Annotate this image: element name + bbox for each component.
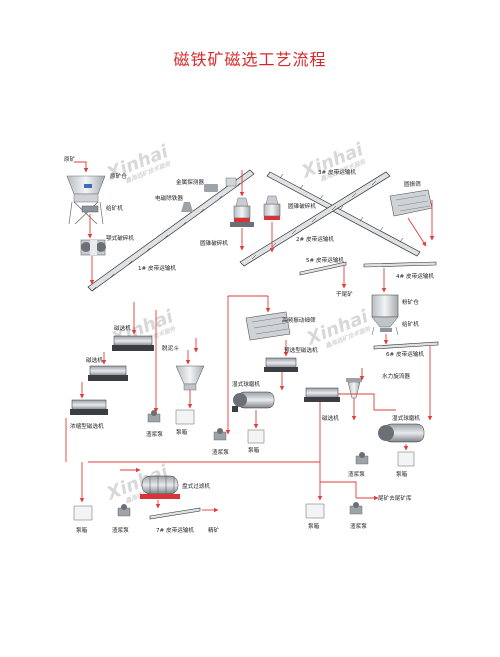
slurry-pump-1 bbox=[147, 410, 161, 423]
ore-bin bbox=[66, 175, 106, 225]
label-pre-mag-sep: 预选型磁选机 bbox=[284, 346, 318, 354]
belt-conveyor-6 bbox=[373, 341, 439, 350]
wet-ball-mill-1 bbox=[232, 391, 275, 412]
wet-ball-mill-2 bbox=[378, 423, 425, 443]
label-slurry-pump-5: 渣浆泵 bbox=[350, 522, 367, 530]
label-demag-hopper: 脱泥斗 bbox=[162, 344, 179, 352]
thickening-magnetic-separator bbox=[70, 399, 108, 415]
metal-detector bbox=[204, 177, 237, 192]
label-belt-7: 7# 皮带运输机 bbox=[156, 526, 194, 534]
watermark-2: Xinhai 鑫海选矿技术服务 bbox=[298, 139, 367, 183]
label-tank-4: 泵箱 bbox=[76, 526, 88, 534]
belt-conveyor-1 bbox=[87, 169, 255, 292]
label-hydrocyclone: 水力旋流器 bbox=[382, 372, 410, 380]
pump-tank-4 bbox=[73, 505, 93, 521]
label-screen: 圆振筛 bbox=[404, 180, 421, 188]
magnetic-separator-3 bbox=[304, 387, 340, 402]
label-dry-tailing: 干尾矿 bbox=[336, 290, 353, 298]
powder-bin bbox=[371, 294, 399, 336]
magnetic-separator-2 bbox=[88, 365, 128, 381]
belt-conveyor-3 bbox=[266, 171, 421, 257]
pump-tank-5 bbox=[305, 503, 325, 519]
label-mag-sep-3: 磁选机 bbox=[322, 414, 339, 422]
label-mag-sep-1: 磁选机 bbox=[114, 324, 131, 332]
label-wet-ball-mill-1: 湿式球磨机 bbox=[232, 380, 260, 388]
label-cone-crusher-2: 圆锥破碎机 bbox=[288, 202, 316, 210]
label-wet-ball-mill-2: 湿式球磨机 bbox=[392, 414, 420, 422]
jaw-crusher bbox=[80, 239, 106, 256]
disc-filter bbox=[140, 475, 180, 499]
label-ore-bin: 原矿仓 bbox=[110, 172, 127, 180]
label-tank-5: 泵箱 bbox=[308, 522, 320, 530]
belt-conveyor-2 bbox=[239, 171, 391, 267]
flow-lines bbox=[65, 161, 435, 513]
label-belt-6: 6# 皮带运输机 bbox=[386, 350, 424, 358]
slurry-pump-5 bbox=[349, 502, 363, 515]
label-disc-filter: 盘式过滤机 bbox=[182, 482, 210, 490]
label-powder-bin: 粉矿仓 bbox=[402, 298, 419, 306]
slurry-pump-4 bbox=[117, 504, 131, 517]
label-metal-detector: 金属探测器 bbox=[176, 178, 204, 186]
slurry-pump-2 bbox=[213, 428, 227, 441]
label-slurry-pump-1: 渣浆泵 bbox=[146, 430, 163, 438]
feeder-2 bbox=[380, 328, 392, 332]
feeder-1 bbox=[81, 205, 99, 213]
label-cone-crusher-1: 圆锥破碎机 bbox=[200, 239, 228, 247]
label-thickening-mag: 浓缩型磁选机 bbox=[70, 422, 104, 430]
label-concentrate: 精矿 bbox=[208, 526, 220, 534]
pre-magnetic-separator bbox=[264, 357, 298, 372]
label-hf-screen: 高频振动细筛 bbox=[282, 316, 316, 324]
vibrating-screen bbox=[389, 189, 433, 217]
label-tank-1: 泵箱 bbox=[176, 428, 188, 436]
diagram-title: 磁铁矿磁选工艺流程 bbox=[173, 50, 327, 69]
belt-conveyor-4 bbox=[363, 261, 437, 268]
electromagnet bbox=[181, 202, 193, 212]
label-slurry-pump-2: 渣浆泵 bbox=[212, 448, 229, 456]
cone-crusher-2 bbox=[263, 195, 281, 220]
watermark-1: Xinhai 鑫海选矿技术服务 bbox=[103, 141, 172, 185]
label-feeder-2: 给矿机 bbox=[402, 320, 419, 328]
belt-conveyor-5 bbox=[299, 261, 347, 276]
label-mag-sep-2: 磁选机 bbox=[86, 356, 103, 364]
belt-conveyor-7 bbox=[149, 507, 201, 520]
label-tank-3: 泵箱 bbox=[396, 470, 408, 478]
labels: 原矿 原矿仓 给矿机 颚式破碎机 1# 皮带运输机 金属探测器 电磁除铁器 圆锥… bbox=[64, 155, 434, 534]
demag-hopper bbox=[175, 365, 205, 391]
pump-tank-3 bbox=[397, 451, 415, 467]
label-tank-2: 泵箱 bbox=[248, 446, 260, 454]
hydrocyclone bbox=[346, 378, 362, 399]
high-frequency-fine-screen bbox=[245, 311, 291, 341]
label-slurry-pump-3: 渣浆泵 bbox=[348, 470, 365, 478]
cone-crusher-1 bbox=[230, 197, 254, 227]
label-feeder-1: 给矿机 bbox=[106, 204, 123, 212]
label-belt-3: 3# 皮带运输机 bbox=[318, 168, 356, 176]
slurry-pump-3 bbox=[355, 452, 369, 465]
pump-tank-1 bbox=[175, 409, 195, 425]
label-belt-1: 1# 皮带运输机 bbox=[138, 264, 176, 272]
label-raw-ore: 原矿 bbox=[64, 155, 76, 163]
label-belt-5: 5# 皮带运输机 bbox=[306, 256, 344, 264]
magnetic-separator-1 bbox=[112, 335, 154, 351]
label-belt-4: 4# 皮带运输机 bbox=[396, 272, 434, 280]
label-jaw-crusher: 颚式破碎机 bbox=[106, 234, 134, 242]
label-electromagnet: 电磁除铁器 bbox=[155, 194, 183, 202]
label-tailings-pond: 尾矿去尾矿库 bbox=[378, 494, 412, 502]
label-belt-2: 2# 皮带运输机 bbox=[296, 235, 334, 243]
label-slurry-pump-4: 渣浆泵 bbox=[112, 526, 129, 534]
pump-tank-2 bbox=[247, 429, 265, 444]
